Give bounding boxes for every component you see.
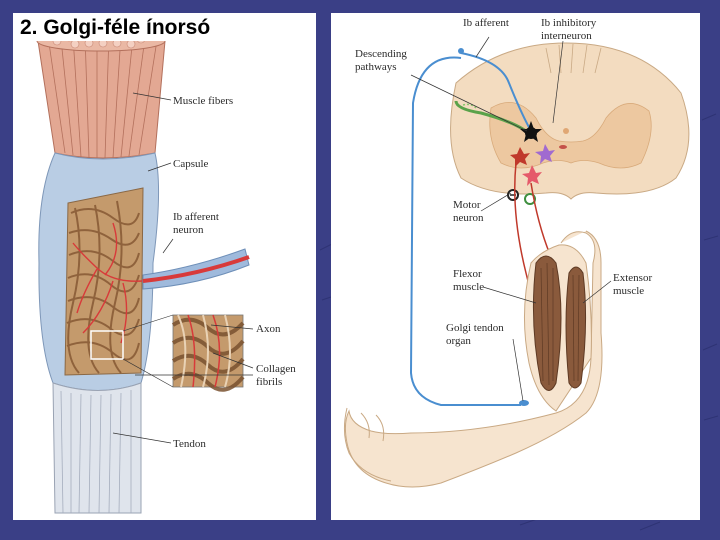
label-ib-afferent-2: neuron (173, 224, 204, 236)
label-flexor-2: muscle (453, 281, 484, 293)
tendon (52, 382, 142, 514)
extensor-muscle (565, 266, 587, 389)
label-axon: Axon (256, 323, 281, 335)
label-collagen-1: Collagen (256, 363, 296, 375)
reflex-circuit-diagram: Ib afferent Ib inhibitory interneuron De… (331, 13, 700, 520)
ib-afferent-pathway (409, 48, 532, 406)
ib-afferent-fiber (142, 248, 250, 290)
label-muscle-fibers: Muscle fibers (173, 95, 233, 107)
label-motor-1: Motor (453, 199, 481, 211)
tendon-organ-illustration: Muscle fibers Capsule Ib afferent neuron… (36, 29, 296, 514)
label-extensor-1: Extensor (613, 272, 652, 284)
label-capsule: Capsule (173, 158, 209, 170)
flexor-muscle (532, 255, 562, 391)
axon-collagen-inset (171, 314, 245, 392)
label-descending-1: Descending (355, 48, 407, 60)
tendon-organ-diagram: Muscle fibers Capsule Ib afferent neuron… (13, 13, 316, 520)
label-golgi-2: organ (446, 335, 471, 347)
slide-title: 2. Golgi-féle ínorsó (18, 14, 213, 41)
golgi-tendon-organ-marker (519, 400, 529, 406)
label-extensor-2: muscle (613, 285, 644, 297)
label-ib-inhibitory-2: interneuron (541, 30, 592, 42)
label-flexor-1: Flexor (453, 268, 482, 280)
label-golgi-1: Golgi tendon (446, 322, 504, 334)
collagen-region (64, 187, 144, 376)
label-motor-2: neuron (453, 212, 484, 224)
label-ib-afferent: Ib afferent (463, 17, 509, 29)
reflex-circuit-illustration: Ib afferent Ib inhibitory interneuron De… (343, 17, 690, 488)
label-collagen-2: fibrils (256, 376, 282, 388)
muscle-fibers (36, 29, 166, 159)
label-ib-afferent-1: Ib afferent (173, 211, 219, 223)
label-tendon: Tendon (173, 438, 206, 450)
spinal-cord (450, 42, 690, 200)
label-descending-2: pathways (355, 61, 397, 73)
label-ib-inhibitory-1: Ib inhibitory (541, 17, 597, 29)
